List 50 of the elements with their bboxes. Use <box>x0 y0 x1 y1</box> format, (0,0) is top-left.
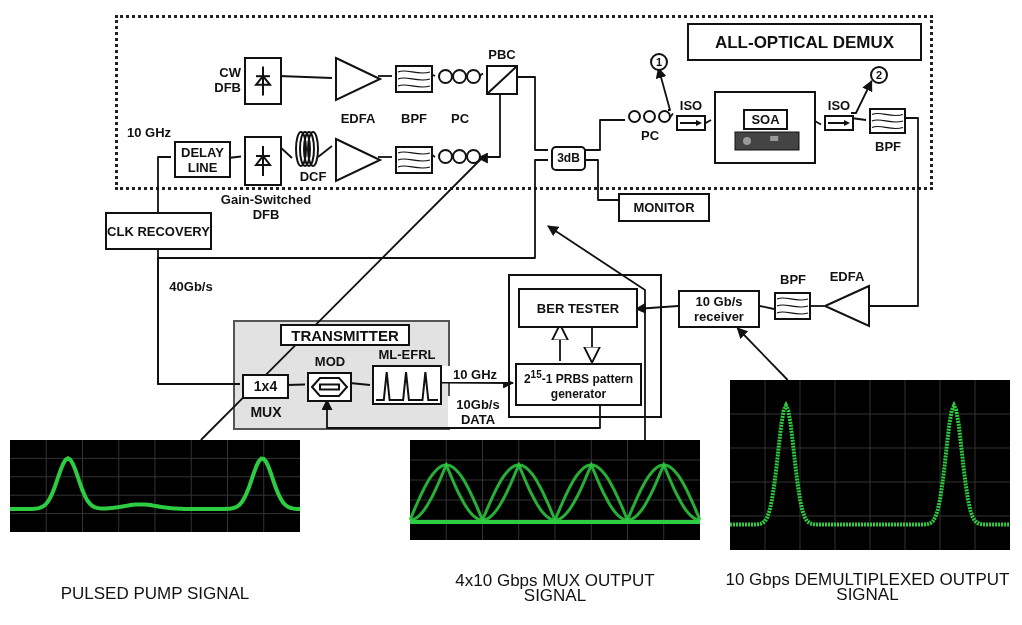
fiber-line <box>349 382 371 386</box>
fiber-line <box>286 383 306 386</box>
fiber-line <box>759 305 775 310</box>
callout-number: 2 <box>870 66 888 84</box>
component-box: 10 Gb/s receiver <box>678 290 760 328</box>
component-label: PC <box>449 109 471 127</box>
heading-box: TRANSMITTER <box>280 324 410 346</box>
signal-caption: PULSED PUMP SIGNAL <box>59 582 251 605</box>
component-label: BPF <box>400 109 428 127</box>
component-label: ML-EFRL <box>377 346 437 364</box>
device-housing <box>714 91 816 164</box>
component-label: EDFA <box>828 267 866 285</box>
component-box: DELAY LINE <box>174 141 231 178</box>
component-box: CLK RECOVERY <box>105 212 212 250</box>
component-label: CW DFB <box>213 64 241 97</box>
fiber-line <box>317 145 333 158</box>
component-box: 2$^{15}$-1 PRBS pattern generator <box>515 363 642 406</box>
component-label: BPF <box>874 137 902 155</box>
side-label: MUX <box>249 402 283 422</box>
signal-caption: 4x10 Gbps MUX OUTPUT SIGNAL <box>454 570 656 607</box>
component-box: 3dB <box>551 146 586 171</box>
component-label: Gain-Switched DFB <box>219 191 313 224</box>
fiber-line <box>377 156 393 158</box>
component-label: ISO <box>678 96 704 114</box>
component-label: ISO <box>826 96 852 114</box>
callout-number: 1 <box>650 53 668 71</box>
component-label: EDFA <box>339 109 377 127</box>
component-box: MONITOR <box>618 193 710 222</box>
component-box: ALL-OPTICAL DEMUX <box>687 23 922 61</box>
component-label: DCF <box>298 167 328 185</box>
group-frame <box>508 274 662 418</box>
arrow <box>850 80 873 114</box>
fiber-line <box>377 75 393 77</box>
component-box: BER TESTER <box>518 288 638 328</box>
fiber-line <box>157 156 172 213</box>
component-box: SOA <box>743 109 788 130</box>
component-label: BPF <box>779 270 807 288</box>
leader-arrow <box>547 225 646 441</box>
group-panel <box>233 320 450 430</box>
edge-label: 10 GHz <box>442 366 508 382</box>
arrow <box>583 325 601 364</box>
component-label: PBC <box>487 45 517 63</box>
side-label: 10 GHz <box>125 124 173 141</box>
fiber-line <box>869 117 919 307</box>
leader-arrow <box>736 327 789 381</box>
component-box: 1x4 <box>242 374 289 399</box>
signal-caption: 10 Gbps DEMULTIPLEXED OUTPUT SIGNAL <box>724 569 1011 606</box>
component-label: MOD <box>313 352 347 371</box>
fiber-line <box>810 305 825 307</box>
component-label: PC <box>639 127 661 144</box>
